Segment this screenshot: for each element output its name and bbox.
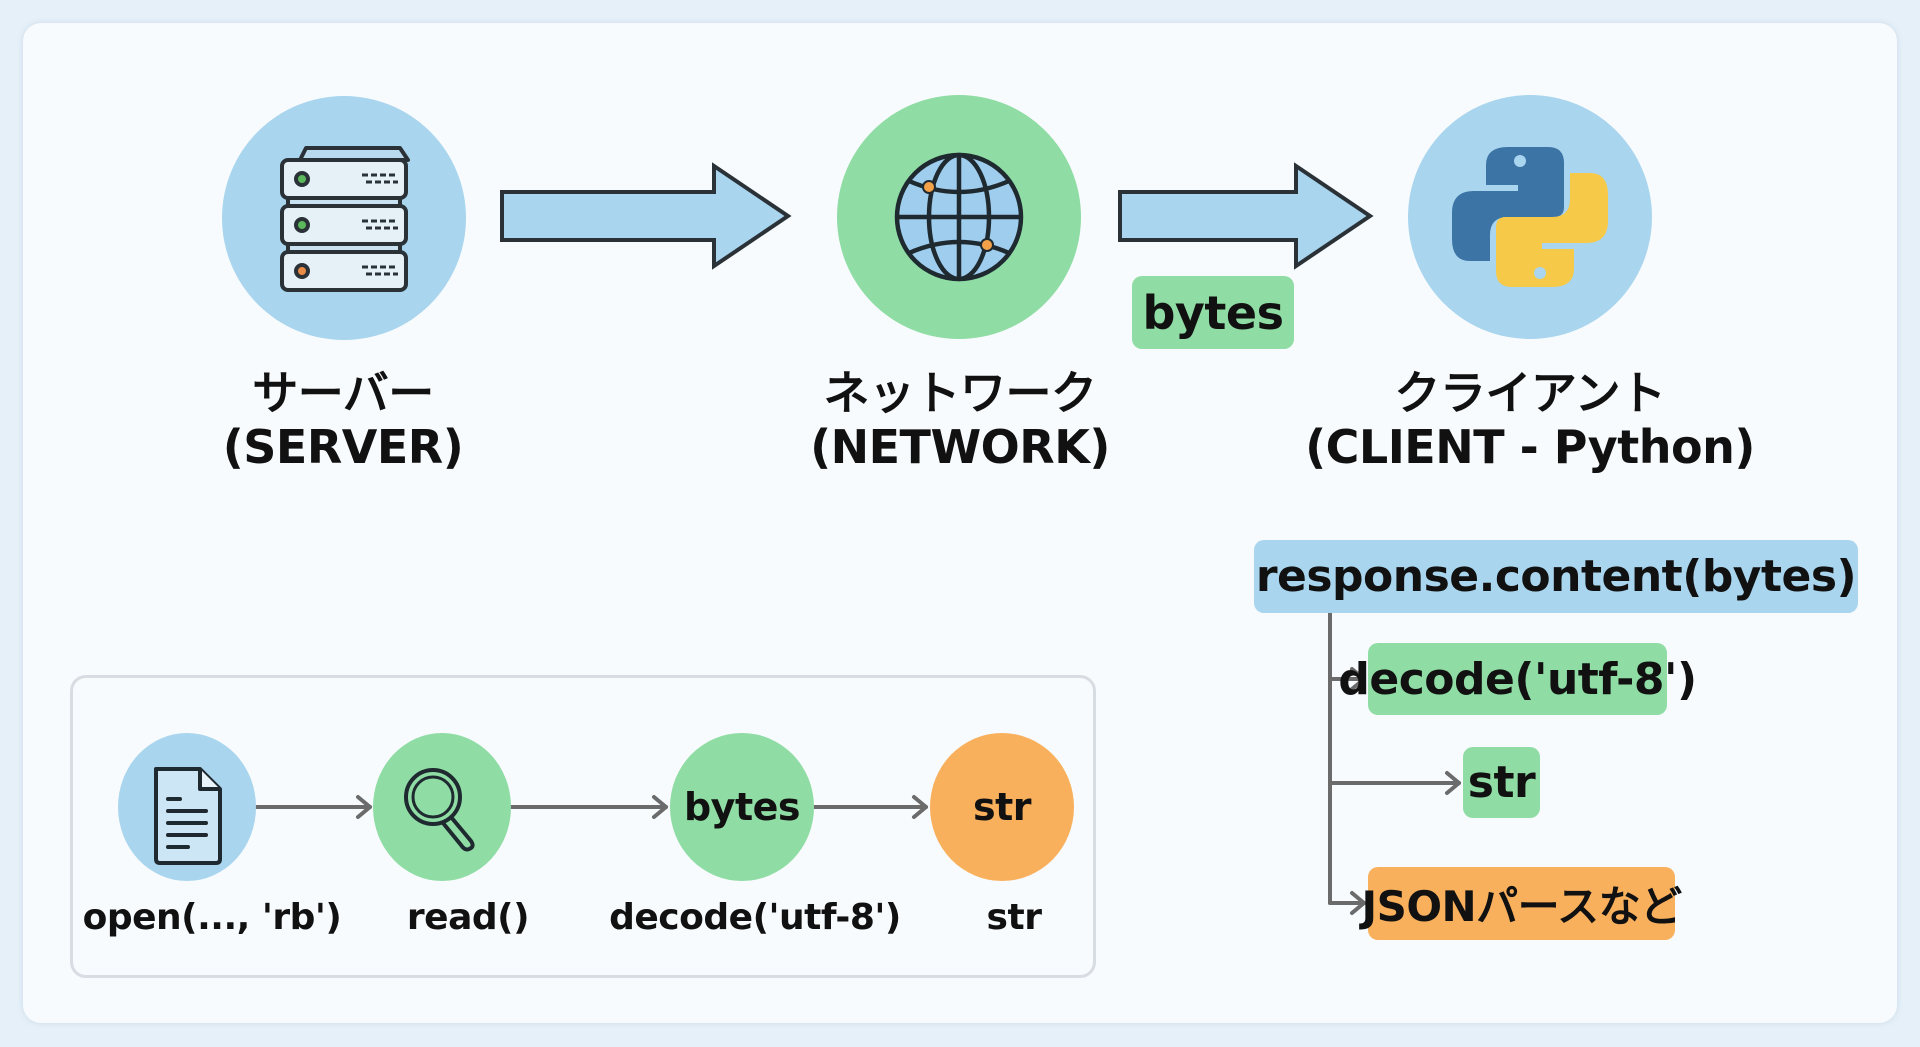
- client-label-en: (CLIENT - Python): [1305, 420, 1755, 475]
- read-caption: read(): [406, 897, 530, 938]
- client-label-ja: クライアント: [1394, 366, 1666, 420]
- network-node: [837, 95, 1081, 339]
- client-node: [1408, 95, 1652, 339]
- python-logo-icon: [1452, 147, 1608, 287]
- network-label-ja: ネットワーク: [823, 366, 1097, 420]
- client-label: クライアント (CLIENT - Python): [1305, 366, 1755, 475]
- bytes-node: bytes: [670, 733, 814, 881]
- response-content-box: response.content(bytes): [1254, 540, 1858, 613]
- network-label-en: (NETWORK): [810, 420, 1110, 475]
- open-file-node: [118, 733, 256, 881]
- str-node-text: str: [972, 785, 1032, 829]
- globe-icon: [894, 152, 1024, 282]
- tree-decode-box: decode('utf-8'): [1338, 643, 1697, 715]
- bytes-node-text: bytes: [683, 785, 801, 829]
- bytes-transfer-badge: bytes: [1132, 276, 1294, 349]
- read-node: [373, 733, 511, 881]
- decode-caption: decode('utf-8'): [609, 897, 901, 938]
- server-node: [222, 96, 466, 340]
- server-label-ja: サーバー: [252, 366, 434, 420]
- tree-str-box: str: [1463, 747, 1540, 818]
- tree-json-parse-box: JSONパースなど: [1361, 867, 1682, 940]
- document-icon: [154, 767, 222, 865]
- magnifier-icon: [404, 768, 475, 852]
- str-node: str: [930, 733, 1074, 881]
- str-caption: str: [986, 897, 1042, 938]
- server-label-en: (SERVER): [222, 420, 464, 475]
- network-label: ネットワーク (NETWORK): [810, 366, 1110, 475]
- open-file-caption: open(..., 'rb'): [82, 897, 342, 938]
- server-label: サーバー (SERVER): [222, 366, 464, 475]
- server-icon: [280, 146, 410, 292]
